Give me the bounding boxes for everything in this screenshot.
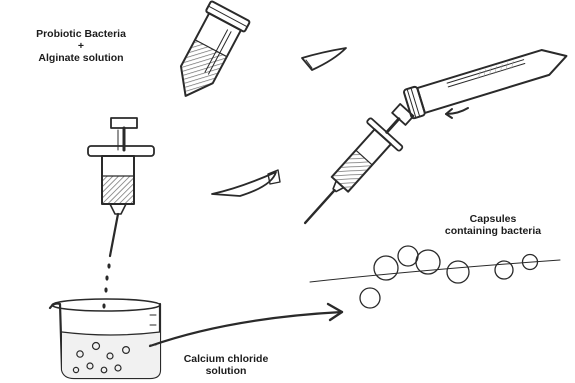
syringe-dropping-icon xyxy=(88,118,154,256)
tube-cap-icon xyxy=(302,48,346,70)
curved-arrow-icon xyxy=(150,304,342,346)
tube-pouring-icon xyxy=(403,42,571,119)
probiotic-label-line1: Probiotic Bacteria xyxy=(6,28,156,40)
tube-cap-icon xyxy=(212,170,280,196)
capsules-label: Capsules containing bacteria xyxy=(428,213,558,237)
probiotic-label-line2: + xyxy=(6,40,156,52)
probiotic-label: Probiotic Bacteria + Alginate solution xyxy=(6,28,156,64)
calcium-label-line1: Calcium chloride xyxy=(166,353,286,365)
tube-with-solution-icon xyxy=(166,1,250,106)
syringe-filling-icon xyxy=(289,95,423,237)
drops-icon xyxy=(102,263,110,308)
beaker-icon xyxy=(50,299,160,378)
capsules-label-line1: Capsules xyxy=(428,213,558,225)
capsule-beads-icon xyxy=(310,246,560,308)
capsules-label-line2: containing bacteria xyxy=(428,225,558,237)
calcium-label: Calcium chloride solution xyxy=(166,353,286,377)
probiotic-label-line3: Alginate solution xyxy=(6,52,156,64)
calcium-label-line2: solution xyxy=(166,365,286,377)
